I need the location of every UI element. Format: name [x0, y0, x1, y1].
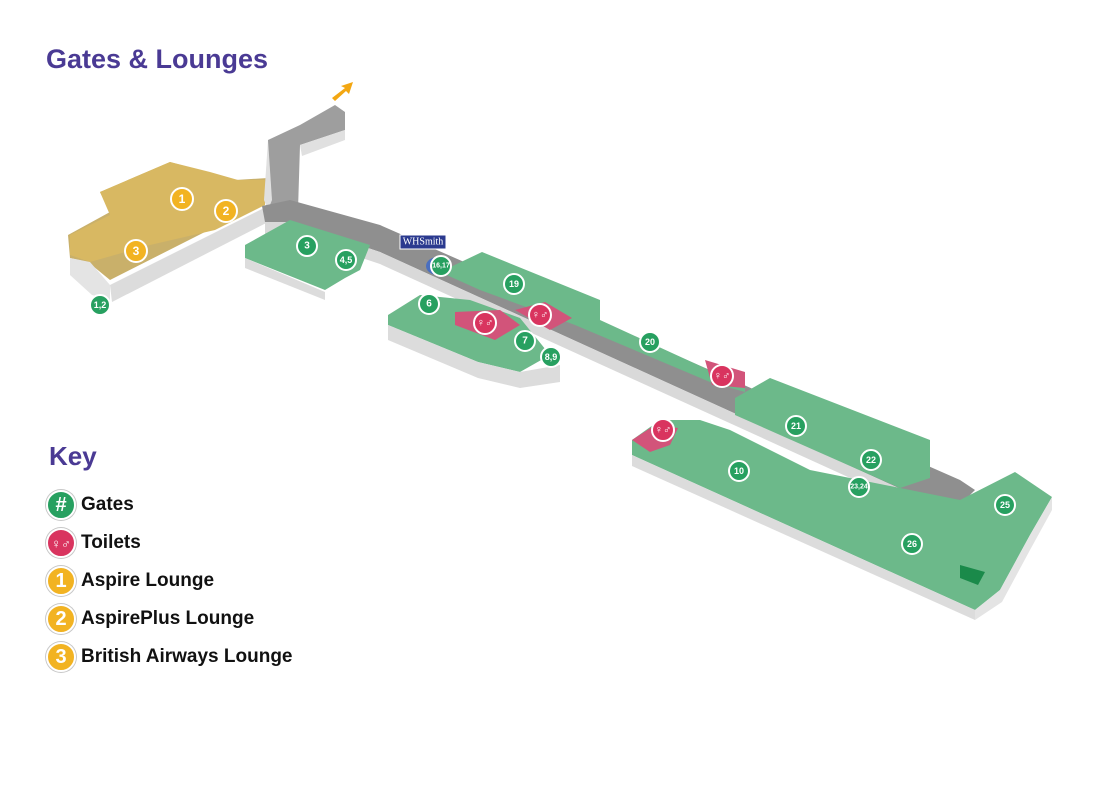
- svg-text:20: 20: [645, 337, 655, 347]
- entrance-corridor: [264, 105, 345, 210]
- svg-text:10: 10: [734, 466, 744, 476]
- gate-pin[interactable]: 1,2: [89, 294, 111, 316]
- svg-text:7: 7: [522, 336, 528, 347]
- svg-text:♀♂: ♀♂: [477, 317, 494, 329]
- gate-pin[interactable]: 20: [639, 331, 661, 353]
- gate-pin[interactable]: 21: [785, 415, 807, 437]
- key-title: Key: [49, 441, 97, 471]
- toilet-pin[interactable]: ♀♂: [710, 364, 734, 388]
- lounge-3-icon: 3: [46, 642, 76, 672]
- svg-text:16,17: 16,17: [432, 263, 450, 270]
- gate-pin[interactable]: 25: [994, 494, 1016, 516]
- gate-pin[interactable]: 8,9: [540, 346, 562, 368]
- lounge-pin[interactable]: 2: [214, 199, 238, 223]
- svg-text:8,9: 8,9: [545, 352, 558, 362]
- toilet-pin[interactable]: ♀♂: [651, 418, 675, 442]
- svg-text:21: 21: [791, 421, 801, 431]
- legend-label: Aspire Lounge: [81, 570, 215, 591]
- svg-text:1,2: 1,2: [94, 300, 107, 310]
- svg-text:19: 19: [509, 279, 519, 289]
- toilet-pin[interactable]: ♀♂: [473, 311, 497, 335]
- toilet-icon: ♀♂: [46, 528, 76, 558]
- svg-text:♀♂: ♀♂: [655, 424, 672, 436]
- legend-label: Toilets: [81, 532, 141, 553]
- legend-label: Gates: [81, 494, 134, 515]
- lounge-2-icon: 2: [46, 604, 76, 634]
- legend-item-aspire-lounge: 1 Aspire Lounge: [46, 562, 293, 600]
- svg-text:♀♂: ♀♂: [532, 309, 549, 321]
- lounge-area: [68, 162, 272, 302]
- svg-text:6: 6: [426, 299, 432, 310]
- shop-label: WHSmith: [403, 237, 444, 248]
- legend-label: British Airways Lounge: [81, 646, 293, 667]
- legend-item-ba-lounge: 3 British Airways Lounge: [46, 638, 293, 676]
- gate-pin[interactable]: 19: [503, 273, 525, 295]
- lounge-pin[interactable]: 1: [170, 187, 194, 211]
- gate-pin[interactable]: 26: [901, 533, 923, 555]
- lounge-pin[interactable]: 3: [124, 239, 148, 263]
- svg-text:23,24: 23,24: [850, 484, 868, 491]
- gate-icon: #: [46, 490, 76, 520]
- gate-pin[interactable]: 7: [514, 330, 536, 352]
- gate-pin[interactable]: 16,17: [430, 255, 452, 277]
- gate-pin[interactable]: 10: [728, 460, 750, 482]
- svg-text:4,5: 4,5: [340, 255, 353, 265]
- gate-pin[interactable]: 23,24: [848, 476, 870, 498]
- svg-text:2: 2: [223, 204, 230, 218]
- gate-pin[interactable]: 22: [860, 449, 882, 471]
- legend-label: AspirePlus Lounge: [81, 608, 255, 629]
- svg-text:3: 3: [133, 244, 140, 258]
- arrow-icon: [332, 82, 353, 101]
- svg-text:26: 26: [907, 539, 917, 549]
- svg-text:♀♂: ♀♂: [714, 370, 731, 382]
- legend-item-aspireplus-lounge: 2 AspirePlus Lounge: [46, 600, 293, 638]
- svg-text:25: 25: [1000, 500, 1010, 510]
- legend-item-toilets: ♀♂ Toilets: [46, 524, 293, 562]
- legend: # Gates ♀♂ Toilets 1 Aspire Lounge 2 Asp…: [46, 486, 293, 676]
- gate-pin[interactable]: 6: [418, 293, 440, 315]
- svg-text:22: 22: [866, 455, 876, 465]
- gate-pin[interactable]: 3: [296, 235, 318, 257]
- page-title: Gates & Lounges: [46, 44, 269, 74]
- lounge-1-icon: 1: [46, 566, 76, 596]
- gate-pin[interactable]: 4,5: [335, 249, 357, 271]
- toilet-pin[interactable]: ♀♂: [528, 303, 552, 327]
- legend-item-gates: # Gates: [46, 486, 293, 524]
- svg-text:1: 1: [179, 192, 186, 206]
- svg-text:3: 3: [304, 241, 310, 252]
